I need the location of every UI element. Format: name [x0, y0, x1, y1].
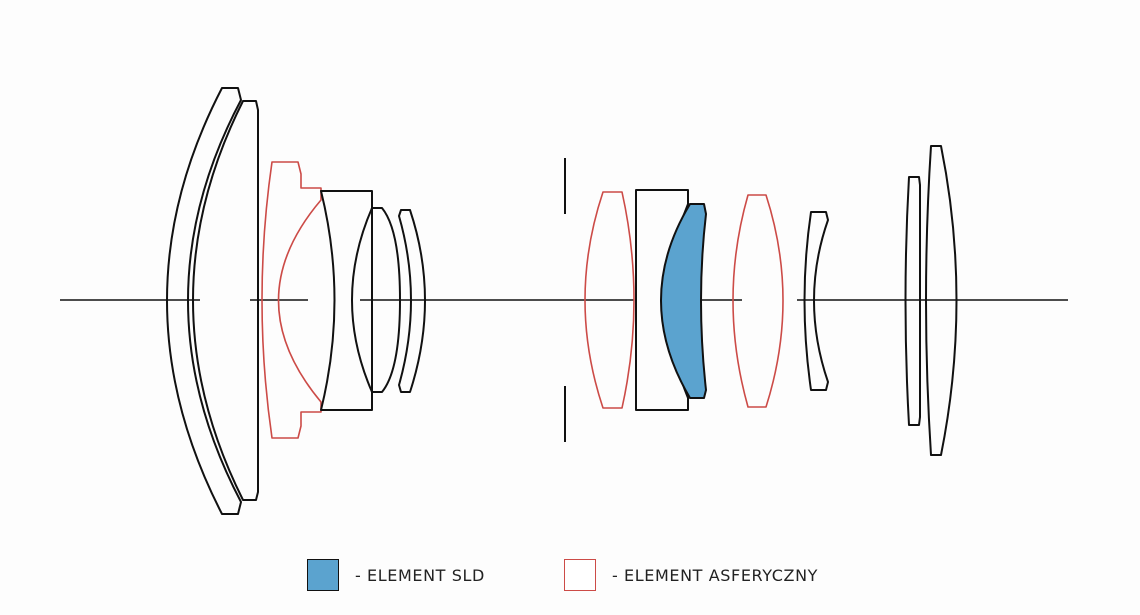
- lens-element-11: [803, 211, 829, 391]
- lens-element-7-aspherical: [584, 191, 635, 409]
- sld-swatch: [307, 559, 339, 591]
- legend-item-sld: - ELEMENT SLD: [307, 558, 485, 592]
- lens-element-2: [192, 100, 259, 501]
- lens-element-1: [166, 87, 242, 515]
- lens-element-9-sld: [660, 203, 707, 399]
- lens-element-13: [925, 145, 958, 456]
- legend-label-aspherical: - ELEMENT ASFERYCZNY: [612, 565, 819, 585]
- lens-element-10-aspherical: [732, 194, 784, 408]
- lens-construction-diagram: [60, 87, 1068, 515]
- legend-item-aspherical: - ELEMENT ASFERYCZNY: [564, 558, 818, 592]
- legend: - ELEMENT SLD - ELEMENT ASFERYCZNY: [0, 558, 1140, 592]
- lens-element-6: [398, 209, 426, 393]
- aspherical-swatch: [564, 559, 596, 591]
- lens-element-12: [904, 176, 921, 426]
- lens-element-5: [351, 207, 401, 393]
- lens-element-4: [320, 190, 373, 411]
- legend-label-sld: - ELEMENT SLD: [355, 565, 485, 585]
